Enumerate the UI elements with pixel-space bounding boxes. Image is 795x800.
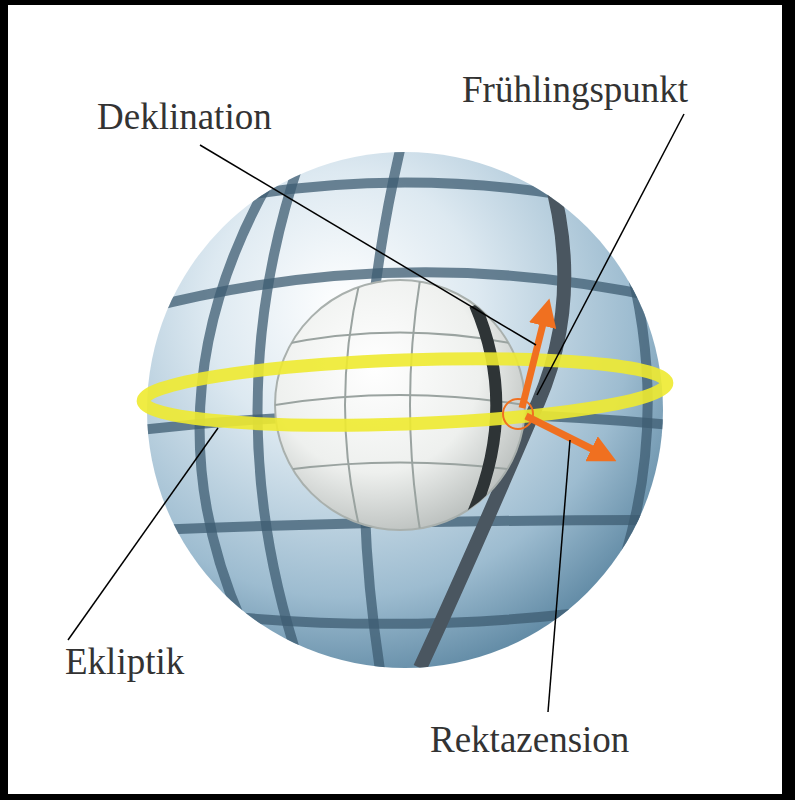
axis-label: Frühlingspunkt	[462, 70, 688, 111]
axis-label: Rektazension	[430, 720, 629, 761]
axis-label: Ekliptik	[65, 642, 184, 683]
axis-label: Deklination	[97, 97, 272, 138]
